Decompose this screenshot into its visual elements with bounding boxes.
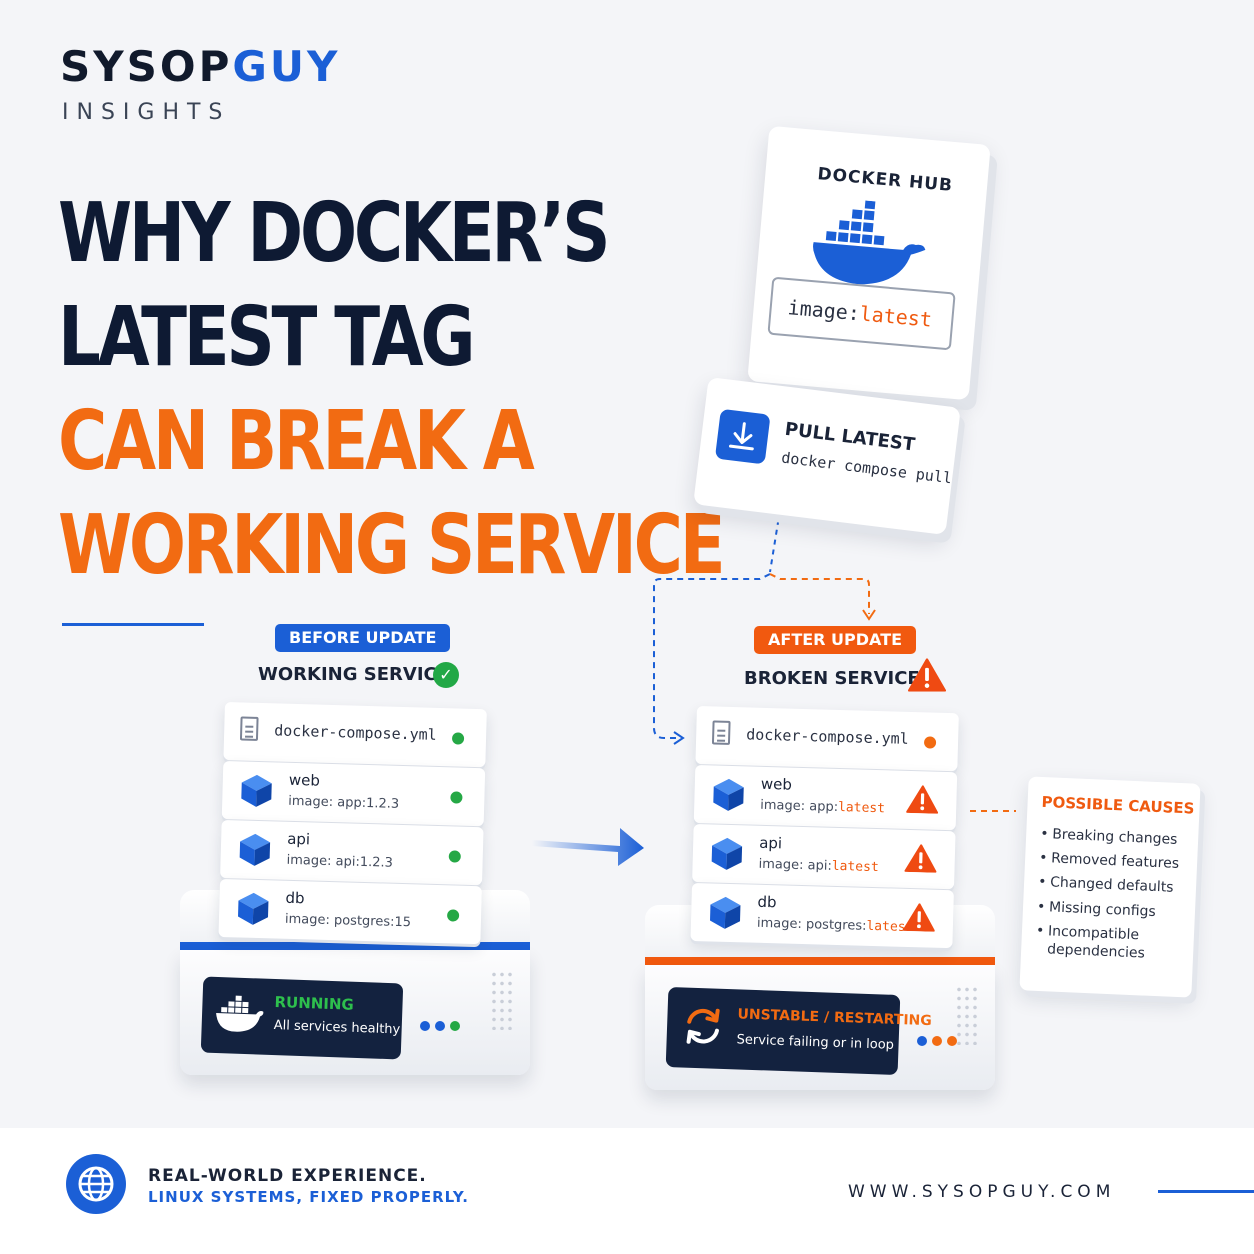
file-icon (239, 716, 259, 741)
list-item: Removed features (1039, 849, 1190, 874)
headline-line2: LATEST TAG (58, 290, 476, 385)
compose-filename: docker-compose.yml (745, 725, 909, 748)
compose-filename: docker-compose.yml (273, 721, 437, 744)
service-card-web: web image: app:1.2.3 (221, 760, 486, 827)
file-icon (711, 720, 731, 745)
status-panel-running: RUNNING All services healthy (200, 976, 404, 1060)
service-image: image: api:1.2.3 (286, 852, 394, 871)
compose-file-card: docker-compose.yml (695, 706, 959, 772)
container-cube-icon (239, 772, 274, 809)
service-image: image: postgres:15 (284, 911, 412, 931)
status-panel-unstable: UNSTABLE / RESTARTING Service failing or… (665, 986, 932, 1076)
compose-file-card: docker-compose.yml (223, 702, 487, 768)
service-name: db (285, 888, 305, 908)
service-card-db: db image: postgres:latest (690, 882, 954, 949)
after-update-badge: AFTER UPDATE (754, 626, 917, 654)
warning-icon (904, 844, 937, 873)
globe-icon (66, 1154, 126, 1214)
list-item: Changed defaults (1038, 873, 1189, 898)
warning-icon (908, 658, 946, 692)
service-name: api (758, 833, 783, 853)
status-running-sub: All services healthy (273, 1018, 401, 1038)
service-name: db (757, 892, 777, 912)
service-image: image: app:1.2.3 (288, 793, 400, 812)
footer-tagline-2: LINUX SYSTEMS, FIXED PROPERLY. (148, 1188, 469, 1206)
before-update-badge: BEFORE UPDATE (275, 624, 451, 652)
headline-line1: WHY DOCKER’S (58, 186, 611, 281)
download-icon (714, 408, 771, 465)
status-dot (446, 909, 460, 922)
service-card-api: api image: api:1.2.3 (220, 819, 484, 886)
status-running-label: RUNNING (274, 993, 355, 1014)
docker-hub-card: DOCKER HUB image:latest (747, 125, 991, 401)
before-compose-stack: docker-compose.yml web image: app:1.2.3 … (218, 702, 487, 945)
service-card-api: api image: api:latest (692, 823, 956, 890)
causes-list: Breaking changes Removed features Change… (1035, 825, 1191, 971)
pull-command: docker compose pull (780, 448, 953, 488)
service-card-db: db image: postgres:15 (218, 878, 482, 945)
container-cube-icon (709, 835, 744, 872)
status-leds (420, 1016, 465, 1035)
status-leds (917, 1031, 962, 1050)
container-cube-icon (711, 776, 746, 813)
hub-image-tag: latest (858, 301, 933, 332)
restart-icon (686, 1008, 720, 1044)
docker-whale-icon (813, 200, 926, 285)
brand-name-part1: SYSOP (60, 42, 233, 91)
warning-icon (906, 785, 939, 814)
hub-image-prefix: image: (786, 295, 861, 326)
brand-subtitle: INSIGHTS (62, 100, 231, 125)
status-dot (451, 732, 465, 745)
docker-hub-title: DOCKER HUB (816, 164, 954, 196)
list-item: Missing configs (1037, 897, 1188, 922)
service-card-web: web image: app:latest (693, 764, 958, 831)
possible-causes-card: POSSIBLE CAUSES Breaking changes Removed… (1019, 776, 1201, 998)
possible-causes-title: POSSIBLE CAUSES (1041, 792, 1195, 818)
footer-divider (1158, 1190, 1254, 1193)
service-image: image: api:latest (758, 856, 879, 876)
status-dot (450, 791, 463, 804)
vent-grille (490, 970, 516, 1030)
footer: REAL-WORLD EXPERIENCE. LINUX SYSTEMS, FI… (0, 1128, 1254, 1254)
headline-divider (62, 623, 204, 626)
container-cube-icon (236, 890, 271, 927)
broken-service-title: BROKEN SERVICE (744, 668, 920, 689)
brand-logo: SYSOPGUY (60, 46, 340, 88)
after-compose-stack: docker-compose.yml web image: app:latest… (690, 706, 959, 949)
service-name: web (288, 770, 321, 790)
brand-name-part2: GUY (232, 42, 341, 91)
status-dot (448, 850, 461, 863)
docker-whale-icon (216, 995, 264, 1032)
vent-grille (955, 985, 981, 1045)
container-cube-icon (237, 831, 272, 868)
status-unstable-sub: Service failing or in loop (736, 1032, 895, 1053)
service-name: api (286, 829, 311, 849)
status-dot (923, 736, 937, 749)
docker-hub-image-ref: image:latest (767, 276, 956, 351)
working-service-title: WORKING SERVICE (258, 664, 450, 685)
warning-icon (903, 903, 936, 932)
footer-tagline-1: REAL-WORLD EXPERIENCE. (148, 1166, 427, 1186)
headline-line3: CAN BREAK A (58, 394, 535, 489)
service-name: web (760, 774, 793, 794)
transition-arrow-icon (532, 828, 644, 866)
list-item: Breaking changes (1040, 825, 1191, 850)
service-image: image: app:latest (760, 797, 886, 817)
service-image: image: postgres:latest (756, 915, 914, 936)
pull-latest-card: PULL LATEST docker compose pull (693, 376, 961, 536)
check-circle-icon: ✓ (433, 662, 459, 688)
container-cube-icon (708, 894, 743, 931)
headline: WHY DOCKER’S LATEST TAG CAN BREAK A WORK… (58, 182, 726, 598)
list-item: Incompatible dependencies (1035, 922, 1186, 965)
pull-title: PULL LATEST (783, 418, 917, 456)
footer-website-link[interactable]: WWW.SYSOPGUY.COM (848, 1182, 1116, 1202)
